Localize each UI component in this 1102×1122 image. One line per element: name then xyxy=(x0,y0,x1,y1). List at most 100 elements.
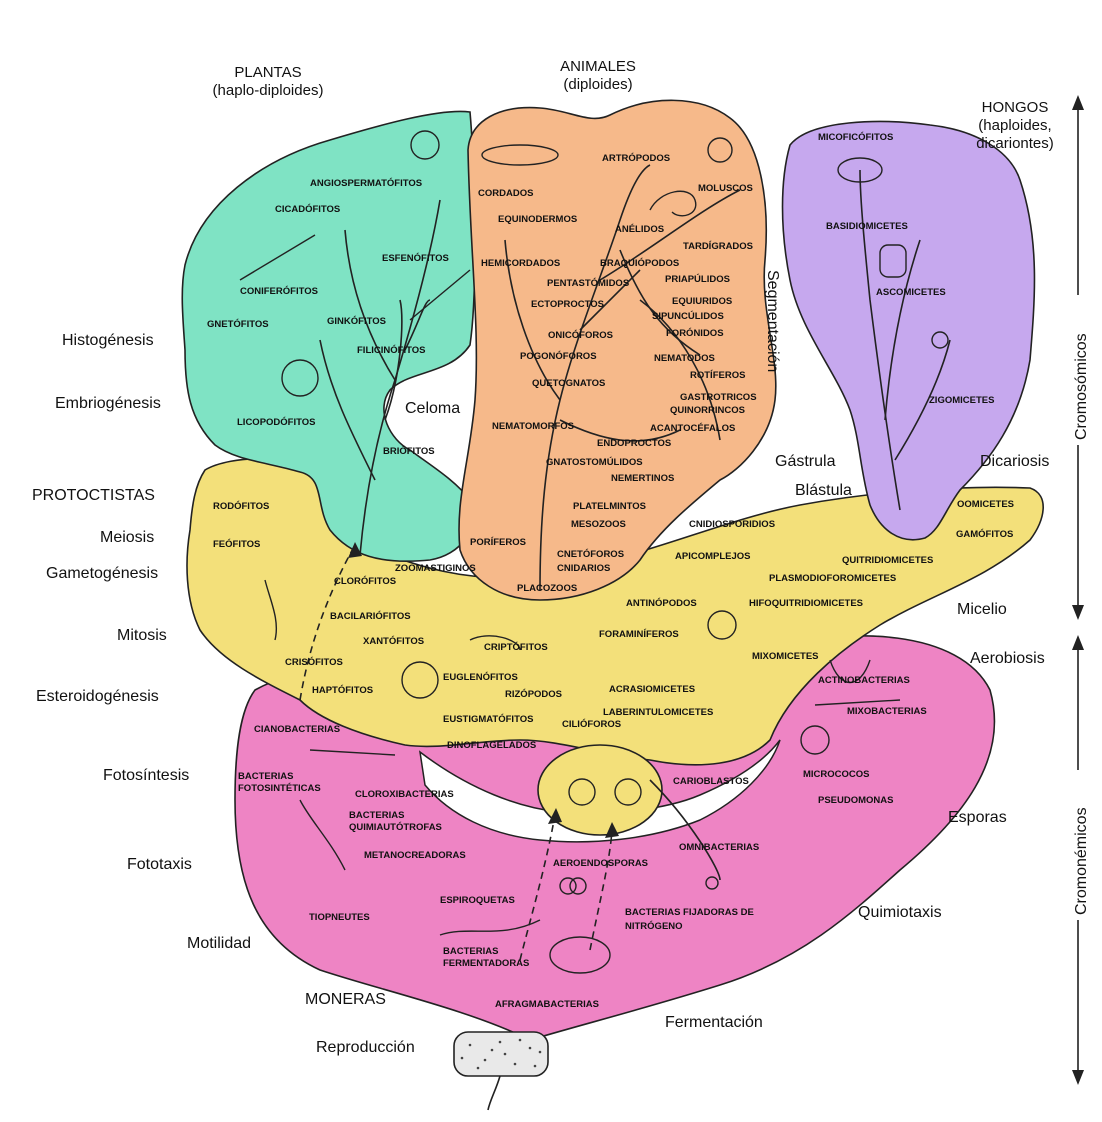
taxon: ANGIOSPERMATÓFITOS xyxy=(310,177,422,189)
taxon: GNETÓFITOS xyxy=(207,318,269,330)
taxon: CNIDARIOS xyxy=(557,563,610,574)
taxon: ESPIROQUETAS xyxy=(440,895,515,906)
taxon: ACANTOCÉFALOS xyxy=(650,423,735,434)
process-mitosis: Mitosis xyxy=(117,627,167,644)
process-reproduccion: Reproducción xyxy=(316,1039,415,1056)
taxon: ZIGOMICETES xyxy=(929,395,994,406)
taxon: GASTROTRICOS xyxy=(680,392,757,403)
taxon: HAPTÓFITOS xyxy=(312,684,373,696)
taxon: LICOPODÓFITOS xyxy=(237,416,315,428)
taxon: TARDÍGRADOS xyxy=(683,241,753,252)
heading-hongos-sub2: dicariontes) xyxy=(976,135,1054,152)
taxon: CLOROXIBACTERIAS xyxy=(355,789,454,800)
taxon: EQUINODERMOS xyxy=(498,214,577,225)
heading-protoctistas: PROTOCTISTAS xyxy=(32,487,155,504)
process-fototaxis: Fototaxis xyxy=(127,856,192,873)
taxon: HIFOQUITRIDIOMICETES xyxy=(749,598,863,609)
taxon: CORDADOS xyxy=(478,188,533,199)
taxon: BRAQUIÓPODOS xyxy=(600,257,679,269)
axis-right xyxy=(1072,95,1084,1085)
taxon: SIPUNCÚLIDOS xyxy=(652,310,724,322)
taxon: ONICÓFOROS xyxy=(548,329,613,341)
heading-hongos-sub1: (haploides, xyxy=(978,117,1051,134)
taxon: PLACOZOOS xyxy=(517,583,577,594)
taxon: NEMATODOS xyxy=(654,353,715,364)
hongos-region xyxy=(783,122,1035,540)
taxon: CRIPTÓFITOS xyxy=(484,641,548,653)
axis-cromosomicos: Cromosómicos xyxy=(1073,333,1090,440)
taxon: MIXOBACTERIAS xyxy=(847,706,927,717)
process-fotosintesis: Fotosíntesis xyxy=(103,767,189,784)
process-gastrula: Gástrula xyxy=(775,453,836,470)
taxon: BACILARIÓFITOS xyxy=(330,610,411,622)
process-quimiotaxis: Quimiotaxis xyxy=(858,904,942,921)
taxon: HEMICORDADOS xyxy=(481,258,560,269)
taxon: PORÍFEROS xyxy=(470,537,526,548)
taxon: PENTASTÓMIDOS xyxy=(547,277,629,289)
label-segmentacion: Segmentación xyxy=(764,270,781,372)
taxon: XANTÓFITOS xyxy=(363,635,424,647)
taxon: FORAMINÍFEROS xyxy=(599,629,679,640)
taxon: QUETOGNATOS xyxy=(532,378,605,389)
heading-plantas: PLANTAS xyxy=(234,64,301,81)
taxon: BASIDIOMICETES xyxy=(826,221,908,232)
taxon: AFRAGMABACTERIAS xyxy=(495,999,599,1010)
taxon: ECTOPROCTOS xyxy=(531,299,604,310)
taxon: DINOFLAGELADOS xyxy=(447,740,536,751)
process-gametogenesis: Gametogénesis xyxy=(46,565,158,582)
heading-moneras: MONERAS xyxy=(305,991,386,1008)
heading-plantas-sub: (haplo-diploides) xyxy=(213,82,324,99)
taxon: CICADÓFITOS xyxy=(275,203,340,215)
taxon: GAMÓFITOS xyxy=(956,528,1013,540)
taxon: FORÓNIDOS xyxy=(666,327,724,339)
taxon: MOLUSCOS xyxy=(698,183,753,194)
taxon: PRIAPÚLIDOS xyxy=(665,273,730,285)
process-micelio: Micelio xyxy=(957,601,1007,618)
taxon: ACRASIOMICETES xyxy=(609,684,695,695)
taxon: EQUIURIDOS xyxy=(672,296,732,307)
process-esporas: Esporas xyxy=(948,809,1007,826)
taxon: QUITRIDIOMICETES xyxy=(842,555,933,566)
taxon: METANOCREADORAS xyxy=(364,850,466,861)
taxon: CARIOBLASTOS xyxy=(673,776,749,787)
taxon: NEMATOMORFOS xyxy=(492,421,574,432)
heading-hongos: HONGOS xyxy=(982,99,1049,116)
taxon: MIXOMICETES xyxy=(752,651,819,662)
taxon: CIANOBACTERIAS xyxy=(254,724,340,735)
taxon: CNIDIOSPORIDIOS xyxy=(689,519,775,530)
taxon: CILIÓFOROS xyxy=(562,718,621,730)
process-dicariosis: Dicariosis xyxy=(980,453,1049,470)
taxon: ESFENÓFITOS xyxy=(382,252,449,264)
taxon: GNATOSTOMÚLIDOS xyxy=(546,456,643,468)
process-embriogenesis: Embriogénesis xyxy=(55,395,161,412)
taxon: MICOFICÓFITOS xyxy=(818,131,893,143)
reproduction-tail xyxy=(488,1076,500,1110)
taxon: ZOOMASTIGINOS xyxy=(395,563,476,574)
process-fermentacion: Fermentación xyxy=(665,1014,763,1031)
taxon: ENDOPROCTOS xyxy=(597,438,671,449)
taxon: FILICINÓFITOS xyxy=(357,344,425,356)
taxon: OOMICETES xyxy=(957,499,1014,510)
taxon: EUSTIGMATÓFITOS xyxy=(443,713,533,725)
process-meiosis: Meiosis xyxy=(100,529,154,546)
taxon: CONIFERÓFITOS xyxy=(240,285,318,297)
taxon: FEÓFITOS xyxy=(213,538,260,550)
taxon: AEROENDOSPORAS xyxy=(553,858,648,869)
taxon: MICROCOCOS xyxy=(803,769,870,780)
taxon: PSEUDOMONAS xyxy=(818,795,893,806)
process-esteroidogenesis: Esteroidogénesis xyxy=(36,688,159,705)
taxon: POGONÓFOROS xyxy=(520,350,597,362)
taxon: GINKÓFITOS xyxy=(327,315,386,327)
reproduction-block xyxy=(454,1032,548,1076)
taxon: ROTÍFEROS xyxy=(690,370,745,381)
taxon: ACTINOBACTERIAS xyxy=(818,675,910,686)
taxon: TIOPNEUTES xyxy=(309,912,370,923)
taxon: CLORÓFITOS xyxy=(334,575,396,587)
taxon: OMNIBACTERIAS xyxy=(679,842,759,853)
taxon: CRISÓFITOS xyxy=(285,656,343,668)
process-histogenesis: Histogénesis xyxy=(62,332,154,349)
taxon: ARTRÓPODOS xyxy=(602,152,670,164)
taxon: LABERINTULOMICETES xyxy=(603,707,713,718)
taxon: CNETÓFOROS xyxy=(557,548,624,560)
